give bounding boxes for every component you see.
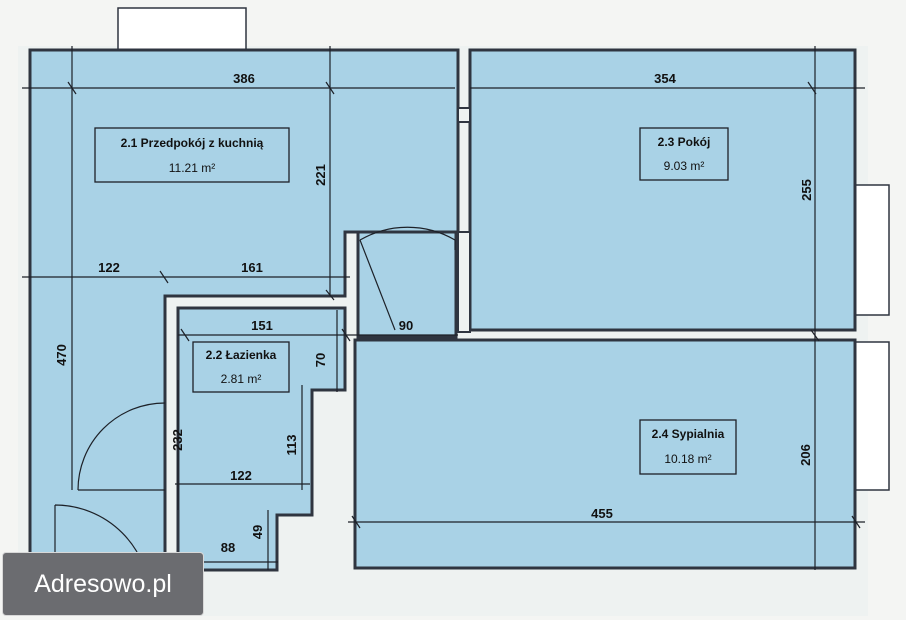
dim-122-upper: 122 [98,260,120,275]
label-box-lazienka [192,341,290,393]
dim-90: 90 [399,318,413,333]
label-box-pokoj [639,127,729,181]
room-name-lazienka: 2.2 Łazienka [206,348,277,362]
room-name-pokoj: 2.3 Pokój [658,135,711,149]
dim-206: 206 [798,444,813,466]
dimension-lines [22,46,865,570]
dim-49: 49 [250,525,265,539]
room-area-lazienka: 2.81 m² [221,372,262,386]
dim-255: 255 [799,179,814,201]
dim-70: 70 [313,353,328,367]
window-top [117,7,247,51]
room-name-sypialnia: 2.4 Sypialnia [652,427,725,441]
dim-161: 161 [241,260,263,275]
room-sypialnia [353,338,857,570]
room-area-pokoj: 9.03 m² [664,159,705,173]
dim-354: 354 [654,71,676,86]
dim-232: 232 [170,429,185,451]
wall-segment [457,231,471,333]
room-name-przedpokoj: 2.1 Przedpokój z kuchnią [121,136,264,150]
dim-455: 455 [591,506,613,521]
window-right-lower [854,341,890,491]
window-right-upper [854,184,890,316]
room-korytarz [356,230,458,339]
dim-470: 470 [54,344,69,366]
room-area-przedpokoj: 11.21 m² [169,161,215,175]
door-swing-korytarz [359,226,456,331]
wall-gap [457,107,471,123]
room-pokoj [468,48,857,332]
room-area-sypialnia: 10.18 m² [664,452,711,466]
watermark-text: Adresowo.pl [34,569,172,598]
door-swing-lazienka [77,402,166,491]
watermark-logo: Adresowo.pl [2,552,204,616]
dim-88: 88 [221,540,235,555]
dim-113: 113 [284,435,299,456]
dim-151: 151 [251,318,273,333]
dim-386: 386 [233,71,255,86]
dim-122-lower: 122 [230,468,252,483]
label-box-przedpokoj [94,127,290,183]
dim-221: 221 [313,164,328,186]
label-box-sypialnia [639,419,737,475]
